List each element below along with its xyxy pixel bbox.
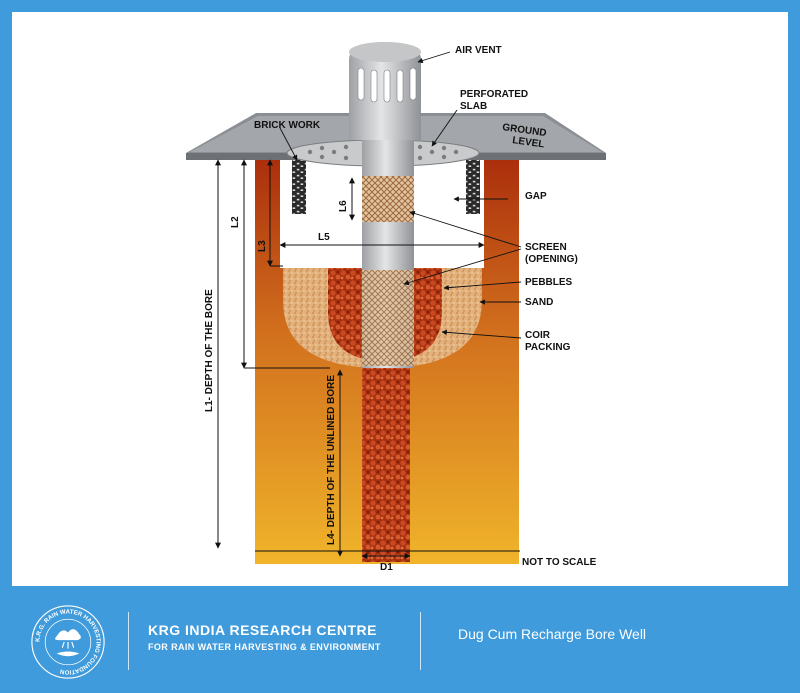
label-perforated: PERFORATED <box>460 89 528 100</box>
diagram-caption: Dug Cum Recharge Bore Well <box>458 626 647 642</box>
footer-divider-left <box>128 612 129 670</box>
recharge-well-diagram: AIR VENT PERFORATED SLAB BRICK WORK GROU… <box>186 42 606 573</box>
label-level: LEVEL <box>512 135 545 150</box>
screen-opening-lower <box>362 270 414 366</box>
foundation-logo: K.R.G. RAIN WATER HARVESTING FOUNDATION <box>31 605 105 679</box>
screen-opening-upper <box>362 176 414 222</box>
perforated-slab-holes <box>307 144 459 161</box>
perforated-slab-leader <box>431 109 458 147</box>
air-vent-leader <box>417 51 451 64</box>
footer-bar: K.R.G. RAIN WATER HARVESTING FOUNDATION … <box>0 590 800 693</box>
air-vent-slots <box>357 67 417 103</box>
label-d1: D1 <box>380 562 393 573</box>
label-slab: SLAB <box>460 101 487 112</box>
label-l4: L4- DEPTH OF THE UNLINED BORE <box>326 375 337 545</box>
label-l6: L6 <box>338 200 349 212</box>
label-air-vent: AIR VENT <box>455 45 502 56</box>
screen-leader-1 <box>409 210 522 248</box>
screen-leader-2 <box>403 248 522 286</box>
label-coir: COIR <box>525 330 551 341</box>
air-vent-top <box>349 42 421 62</box>
unlined-bore <box>362 362 410 562</box>
label-gap: GAP <box>525 191 547 202</box>
pebbles-leader <box>443 281 522 291</box>
label-not-to-scale: NOT TO SCALE <box>522 557 597 568</box>
label-pebbles: PEBBLES <box>525 277 573 288</box>
org-subtitle: FOR RAIN WATER HARVESTING & ENVIRONMENT <box>148 642 381 652</box>
label-packing: PACKING <box>525 342 571 353</box>
org-name: KRG INDIA RESEARCH CENTRE <box>148 622 377 638</box>
label-screen-opening: (OPENING) <box>525 254 578 265</box>
label-l2: L2 <box>230 216 241 228</box>
label-l3: L3 <box>257 240 268 252</box>
brick-lining-right <box>466 156 480 214</box>
label-l1: L1- DEPTH OF THE BORE <box>204 289 215 412</box>
label-screen: SCREEN <box>525 242 567 253</box>
brick-lining-left <box>292 156 306 214</box>
label-brick-work: BRICK WORK <box>254 120 321 131</box>
label-sand: SAND <box>525 297 553 308</box>
label-l5: L5 <box>318 232 330 243</box>
coir-packing-leader <box>441 329 522 339</box>
brick-work-leader <box>279 127 298 161</box>
footer-divider-right <box>420 612 421 670</box>
